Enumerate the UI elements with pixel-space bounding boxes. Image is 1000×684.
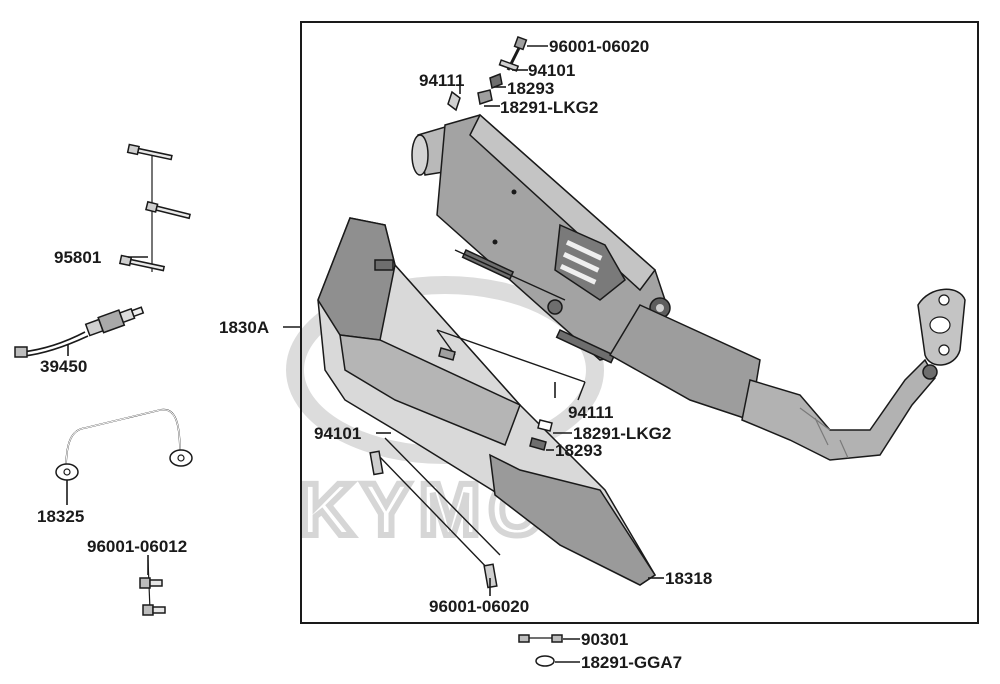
label-94101-mid: 94101 <box>314 424 361 443</box>
label-18293-top: 18293 <box>507 79 554 98</box>
leader-lines <box>66 45 664 663</box>
oxygen-sensor-39450 <box>14 306 145 358</box>
label-96001-06020-bottom: 96001-06020 <box>429 597 529 616</box>
label-94111-top: 94111 <box>419 71 464 90</box>
bolt-set-95801 <box>118 143 191 272</box>
label-95801: 95801 <box>54 248 101 267</box>
bottom-parts <box>518 634 563 667</box>
label-90301: 90301 <box>581 630 628 649</box>
label-18325: 18325 <box>37 507 84 526</box>
label-18293-mid: 18293 <box>555 441 602 460</box>
label-18291-lkg2-top: 18291-LKG2 <box>500 98 598 117</box>
top-fasteners <box>447 35 528 112</box>
heat-guard-1830a <box>317 217 657 586</box>
label-1830a: 1830A <box>219 318 269 337</box>
label-96001-06012: 96001-06012 <box>87 537 187 556</box>
label-94111-mid: 94111 <box>568 403 613 422</box>
mid-fasteners <box>369 249 586 589</box>
gasket-18325 <box>55 408 193 481</box>
label-18291-gga7: 18291-GGA7 <box>581 653 682 672</box>
part-labels: 96001-06020 94101 94111 18293 18291-LKG2… <box>37 37 712 672</box>
assembly-frame <box>300 21 979 624</box>
muffler-body <box>411 113 966 461</box>
bolts-96001-06012 <box>139 559 166 616</box>
label-96001-06020-top: 96001-06020 <box>549 37 649 56</box>
label-18318: 18318 <box>665 569 712 588</box>
label-94101-top: 94101 <box>528 61 575 80</box>
label-39450: 39450 <box>40 357 87 376</box>
label-18291-lkg2-mid: 18291-LKG2 <box>573 424 671 443</box>
